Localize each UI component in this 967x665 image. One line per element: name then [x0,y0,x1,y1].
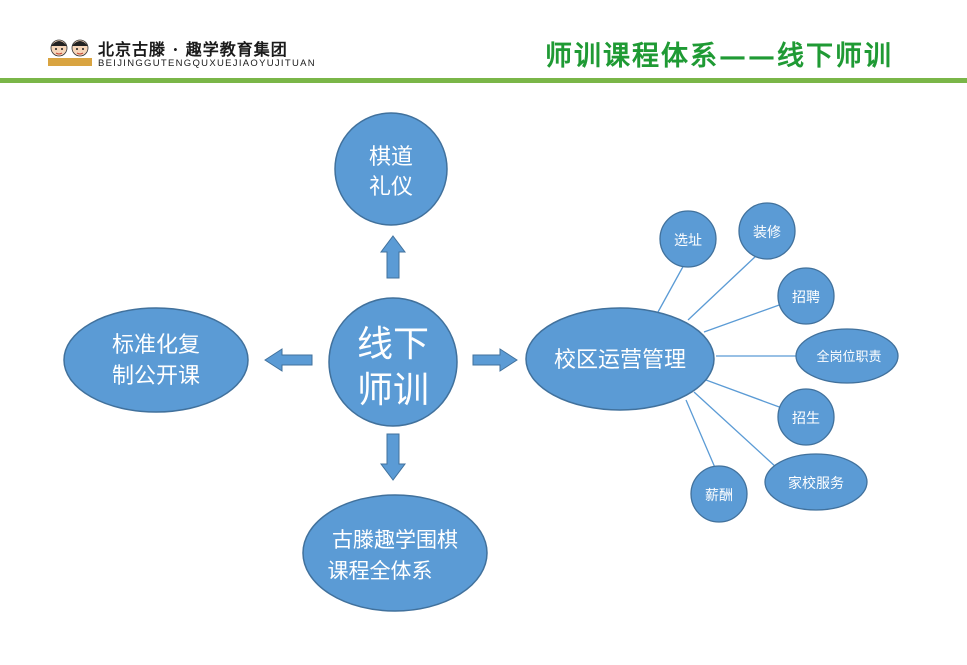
connector-zhuangxiu [687,254,758,321]
arrow-right-icon [472,348,518,372]
branch-label: 全岗位职责 [816,349,881,365]
node-top: 棋道 礼仪 [334,112,448,226]
branch-quangangwei: 全岗位职责 [795,328,899,384]
branch-label: 选址 [674,233,702,249]
arrows [264,235,518,481]
node-right: 校区运营管理 [525,307,715,411]
right-label: 校区运营管理 [554,348,686,373]
branch-label: 装修 [753,225,781,241]
node-bottom: 古滕趣学围棋 课程全体系 [302,494,488,612]
connector-xuanzhi [657,262,686,313]
left-line1: 标准化复 [112,333,200,358]
connector-zhaosheng [705,379,783,409]
arrow-left-icon [264,348,313,372]
branch-jiaxiao: 家校服务 [764,453,868,511]
logo: 北京古滕 · 趣学教育集团 BEIJINGGUTENGQUXUEJIAOYUJI… [44,34,324,74]
bottom-line2: 课程全体系 [328,559,433,583]
branch-zhuangxiu: 装修 [738,202,796,260]
center-line1: 线下 [357,324,429,365]
branch-label: 家校服务 [788,475,844,492]
arrow-down-icon [380,433,406,481]
node-left: 标准化复 制公开课 [63,307,249,413]
connector-jiaxiao [693,391,778,469]
branch-label: 薪酬 [705,488,733,504]
logo-pinyin-name: BEIJINGGUTENGQUXUEJIAOYUJITUAN [98,58,316,69]
page-title: 师训课程体系——线下师训 [545,41,893,72]
bottom-line1: 古滕趣学围棋 [332,528,458,552]
header: 北京古滕 · 趣学教育集团 BEIJINGGUTENGQUXUEJIAOYUJI… [0,0,967,84]
connector-xinchou [685,399,717,471]
logo-children-icon [48,39,92,66]
branch-connectors [657,254,796,471]
left-line2: 制公开课 [112,364,200,389]
branch-zhaopin: 招聘 [777,267,835,325]
top-line1: 棋道 [369,145,413,170]
branch-zhaosheng: 招生 [777,388,835,446]
center-line2: 师训 [357,370,429,411]
branch-xinchou: 薪酬 [690,465,748,523]
header-divider [0,78,967,83]
logo-chinese-name: 北京古滕 · 趣学教育集团 [98,40,288,59]
arrow-up-icon [380,235,406,279]
top-line2: 礼仪 [369,175,413,200]
branch-label: 招生 [792,411,820,427]
connector-zhaopin [703,303,783,333]
branch-xuanzhi: 选址 [659,210,717,268]
branch-label: 招聘 [792,290,820,306]
node-center: 线下 师训 [328,297,458,427]
